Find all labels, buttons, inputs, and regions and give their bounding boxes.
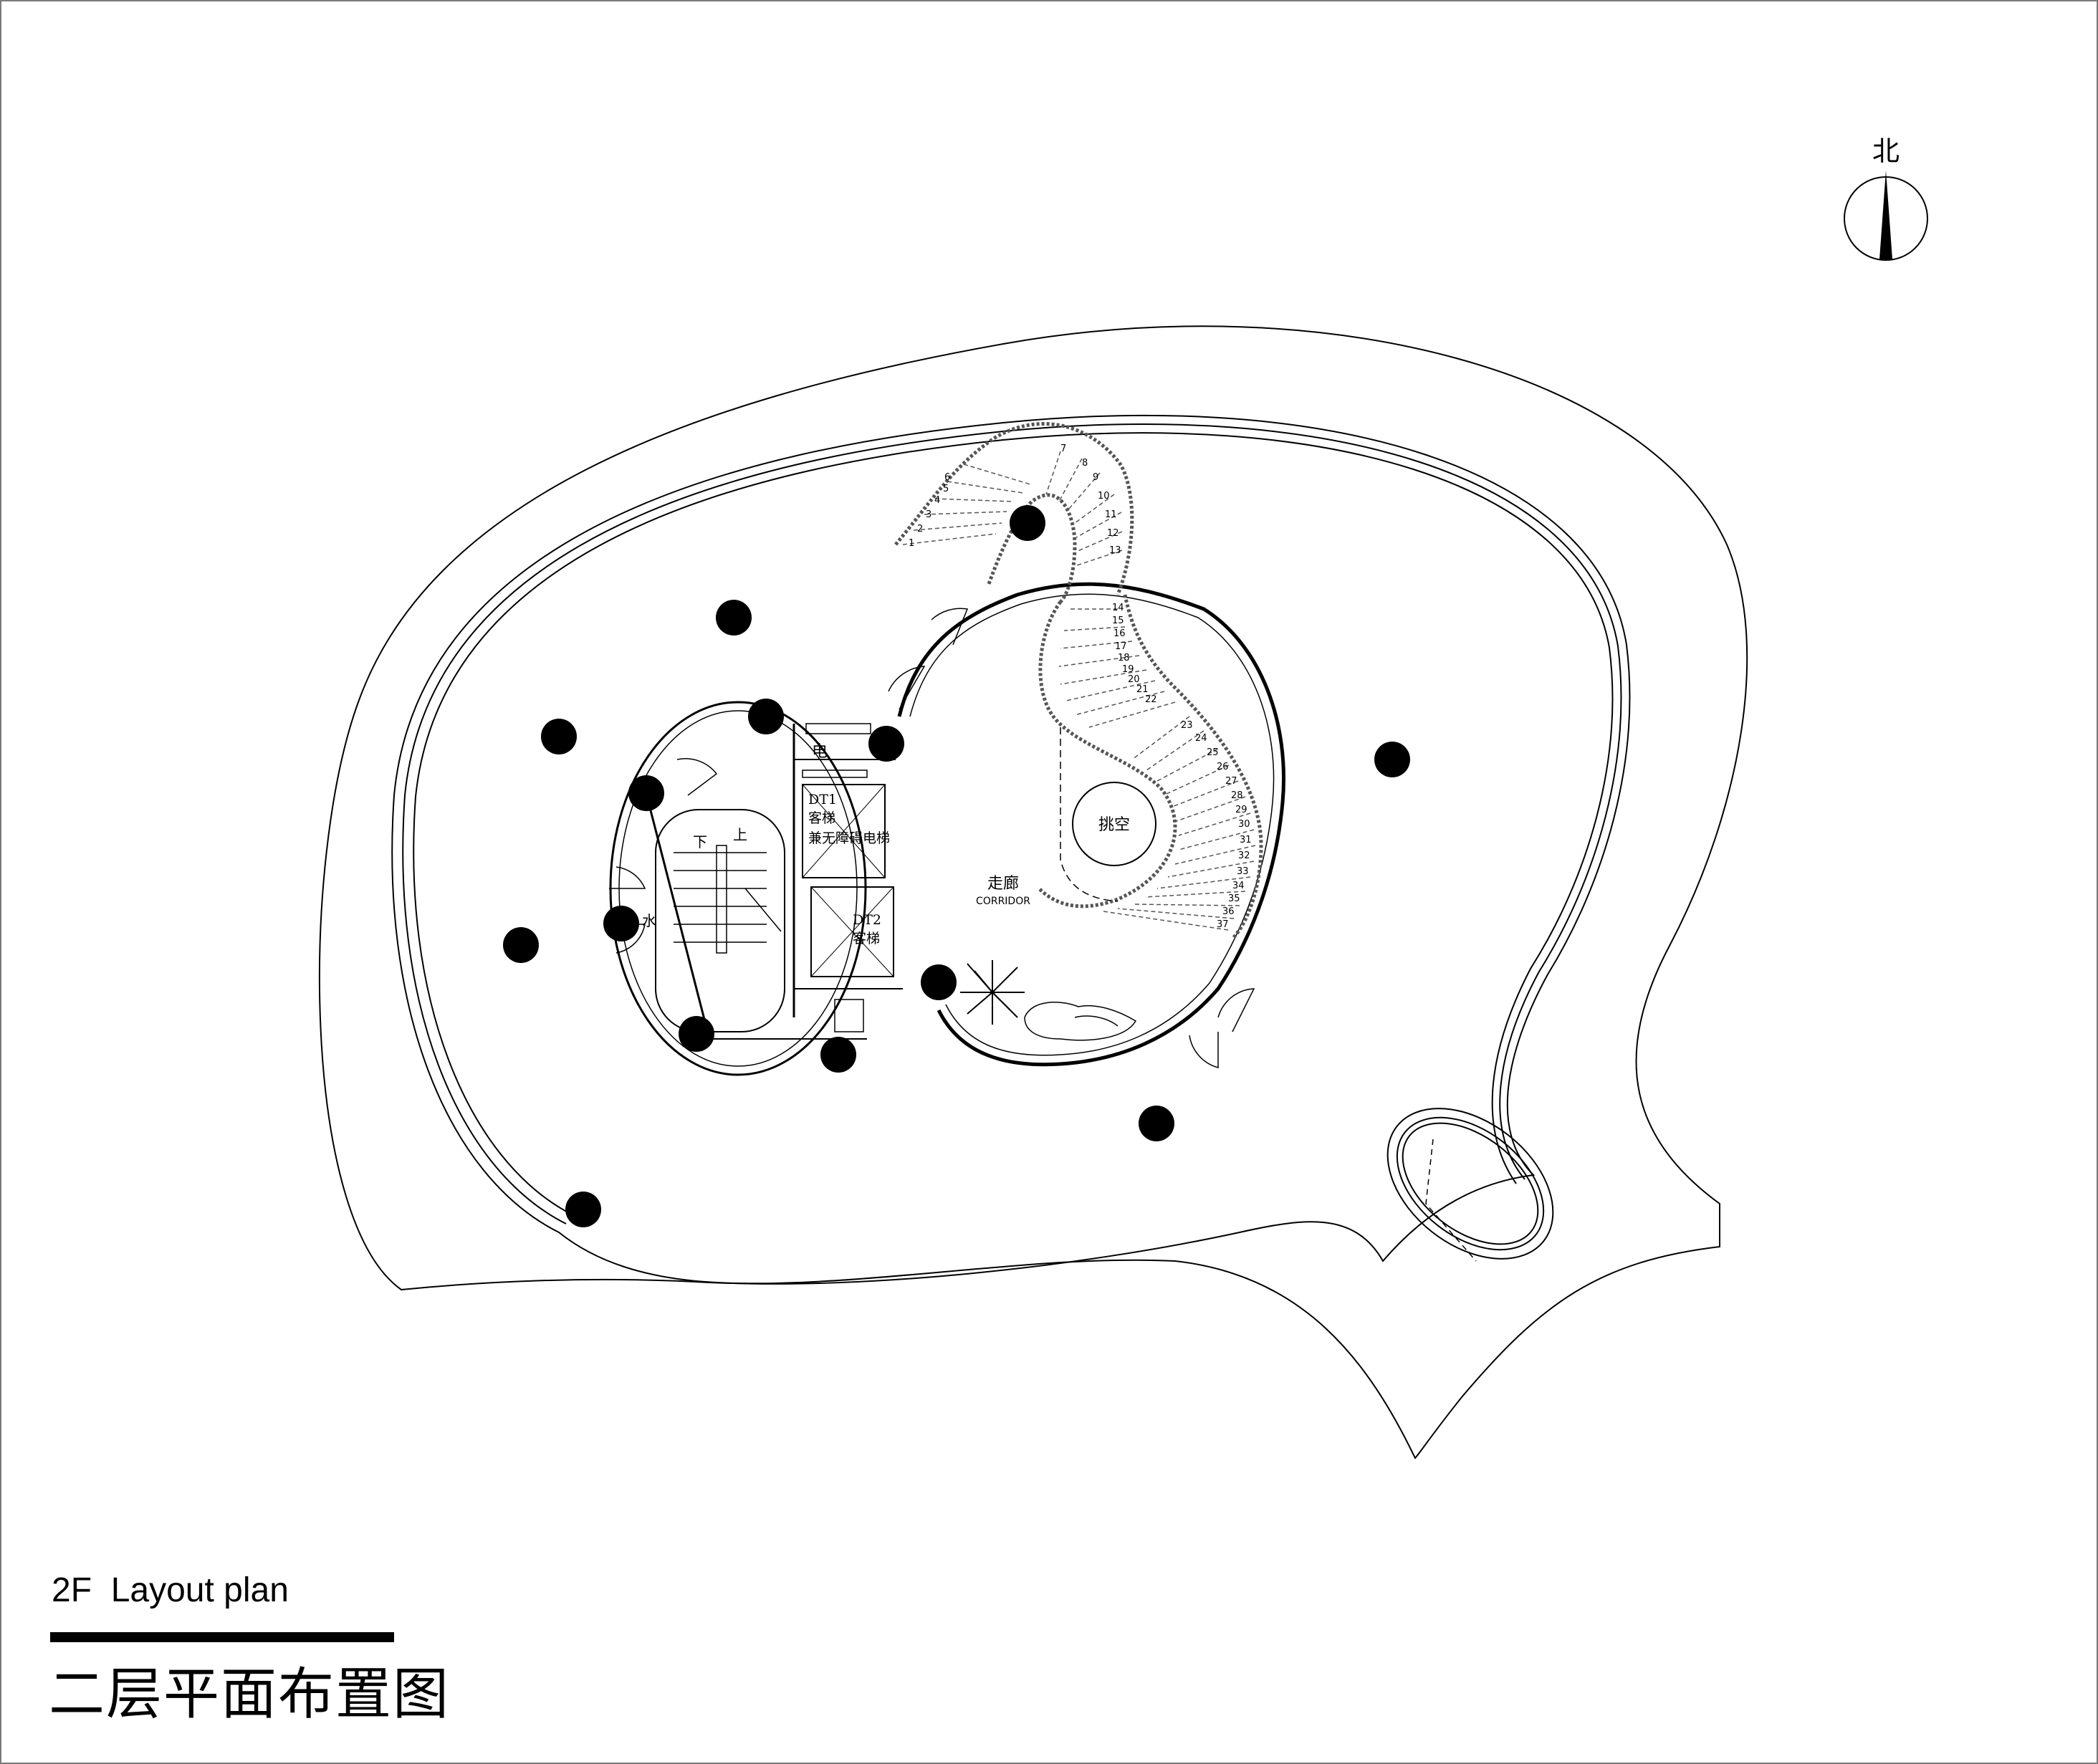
column xyxy=(1139,1106,1174,1141)
structural-columns xyxy=(503,505,1410,1227)
column xyxy=(503,927,539,963)
title-chinese: 二层平面布置图 xyxy=(49,1662,451,1727)
step-number: 17 xyxy=(1115,641,1127,652)
step-number: 19 xyxy=(1122,664,1134,675)
step-number: 23 xyxy=(1181,720,1193,731)
furniture xyxy=(1024,1002,1137,1041)
plant-icon xyxy=(960,960,1025,1025)
corridor-label-en: CORRIDOR xyxy=(976,896,1030,907)
step-number: 13 xyxy=(1109,545,1121,556)
step-number: 7 xyxy=(1060,444,1066,454)
step-number: 26 xyxy=(1217,762,1229,772)
step-number: 11 xyxy=(1105,509,1117,520)
site-outline xyxy=(318,325,1748,1459)
step-number: 24 xyxy=(1195,733,1207,744)
column xyxy=(541,719,577,754)
elevator2-code: DT2 xyxy=(853,912,881,928)
step-number: 3 xyxy=(926,509,931,520)
step-number: 30 xyxy=(1238,819,1250,830)
spiral-stair-treads xyxy=(902,451,1256,931)
step-number: 25 xyxy=(1207,747,1219,758)
step-number: 20 xyxy=(1128,674,1140,685)
electrical-room-label: 电 xyxy=(812,743,828,761)
title-english: 2F Layout plan xyxy=(52,1571,289,1609)
room-labels: 电 DT1 客梯 兼无障碍电梯 DT2 客梯 下 上 水 走廊 CORRIDOR… xyxy=(642,743,1130,946)
core-building xyxy=(609,701,903,1076)
corridor-building xyxy=(609,582,1285,1068)
step-number: 21 xyxy=(1136,684,1149,695)
elevator1-code: DT1 xyxy=(808,792,837,807)
north-label: 北 xyxy=(1872,135,1900,167)
void-opening xyxy=(1060,727,1156,902)
water-room-label: 水 xyxy=(642,912,656,929)
step-number: 31 xyxy=(1240,835,1252,845)
step-number: 15 xyxy=(1112,615,1124,626)
column xyxy=(868,726,904,762)
step-number: 12 xyxy=(1107,528,1119,539)
step-number: 16 xyxy=(1113,628,1126,639)
void-label: 挑空 xyxy=(1098,816,1130,834)
step-number: 33 xyxy=(1237,866,1249,877)
column xyxy=(628,775,664,811)
step-number: 5 xyxy=(943,484,949,494)
step-number: 28 xyxy=(1231,790,1243,801)
column xyxy=(716,600,752,636)
north-arrow: 北 xyxy=(1844,135,1928,261)
column xyxy=(565,1192,601,1227)
step-number: 4 xyxy=(934,495,940,506)
column xyxy=(603,906,639,941)
stair-step-numbers: 1 2 3 4 5 6 7 8 9 10 11 12 13 14 15 16 1… xyxy=(909,444,1252,930)
step-number: 37 xyxy=(1217,919,1229,930)
column xyxy=(1374,742,1410,777)
upper-spiral-stair xyxy=(894,421,1263,940)
step-number: 29 xyxy=(1235,805,1247,815)
column xyxy=(1010,505,1045,541)
column xyxy=(921,964,957,1000)
step-number: 6 xyxy=(944,472,950,483)
stair-down-label: 下 xyxy=(693,833,707,850)
column xyxy=(820,1037,856,1073)
step-number: 1 xyxy=(909,538,914,549)
step-number: 18 xyxy=(1118,653,1130,663)
oval-skylight xyxy=(1386,1108,1554,1262)
corridor-label-cn: 走廊 xyxy=(987,875,1019,893)
step-number: 36 xyxy=(1222,906,1235,917)
step-number: 27 xyxy=(1225,776,1237,787)
step-number: 14 xyxy=(1112,603,1124,613)
step-number: 32 xyxy=(1238,850,1250,861)
column xyxy=(679,1016,714,1052)
stair-up-label: 上 xyxy=(733,826,747,843)
step-number: 2 xyxy=(917,524,923,535)
step-number: 34 xyxy=(1232,881,1245,891)
step-number: 8 xyxy=(1082,458,1088,469)
title-underline xyxy=(50,1632,394,1642)
elevator1-note: 兼无障碍电梯 xyxy=(808,830,890,846)
elevator1-name: 客梯 xyxy=(808,810,835,826)
column xyxy=(748,699,784,734)
step-number: 22 xyxy=(1145,694,1157,705)
elevator2-name: 客梯 xyxy=(853,931,880,946)
step-number: 10 xyxy=(1098,491,1110,502)
step-number: 9 xyxy=(1093,472,1098,483)
step-number: 35 xyxy=(1228,893,1240,904)
